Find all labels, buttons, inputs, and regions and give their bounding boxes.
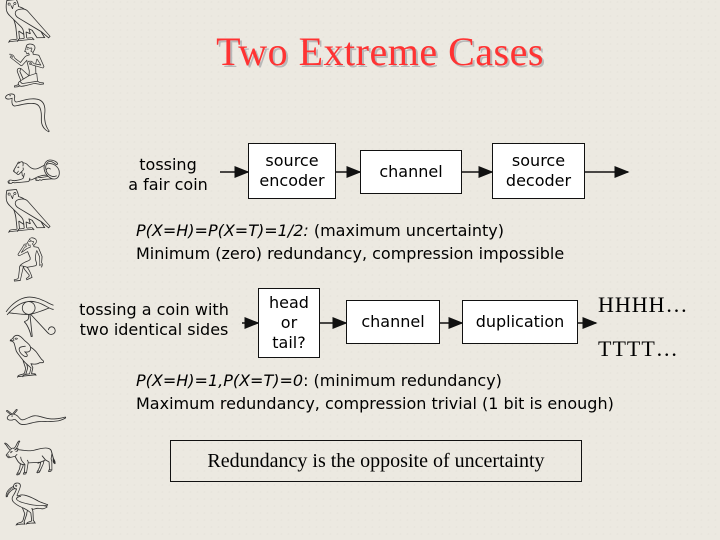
left-decorative-border: 𓅓 𓀀 𓆓 𓃭 𓅓 𓀔 𓂀 𓅱 𓆑 𓃒 𓅞 <box>0 0 70 540</box>
fair-coin-line-2: a fair coin <box>128 175 208 194</box>
source-decoder-line-1: source <box>511 151 566 170</box>
head-or-tail-line-3: tail? <box>272 333 306 352</box>
channel-box-row-1: channel <box>360 150 462 194</box>
row-1-summary-line: Minimum (zero) redundancy, compression i… <box>136 244 565 263</box>
row-2-probability-formula: P(X=H)=1,P(X=T)=0 <box>136 371 304 390</box>
source-encoder-line-1: source <box>265 151 319 170</box>
hieroglyph-eye-icon: 𓂀 <box>1 286 59 341</box>
identical-sides-line-1: tossing a coin with <box>79 300 229 319</box>
hieroglyph-bird-icon: 𓅓 <box>2 0 54 53</box>
hieroglyph-sitting-person-icon: 𓀔 <box>7 239 48 292</box>
identical-sides-source-label: tossing a coin with two identical sides <box>64 300 244 340</box>
conclusion-box: Redundancy is the opposite of uncertaint… <box>170 440 582 482</box>
channel-label-row-1: channel <box>379 162 443 181</box>
slide-title: Two Extreme Cases <box>216 29 544 74</box>
fair-coin-source-label: tossing a fair coin <box>116 155 220 195</box>
hieroglyph-bull-icon: 𓃒 <box>1 432 60 487</box>
hieroglyph-person-icon: 𓀀 <box>6 45 50 98</box>
source-decoder-line-2: decoder <box>505 171 572 190</box>
hieroglyph-ibis-icon: 𓅞 <box>2 482 54 537</box>
row-2-summary-line: Maximum redundancy, compression trivial … <box>136 394 614 413</box>
row-2-probability-note: : (minimum redundancy) <box>303 371 502 390</box>
head-or-tail-box: head or tail? <box>258 288 320 358</box>
conclusion-text: Redundancy is the opposite of uncertaint… <box>207 449 545 472</box>
row-1-probability-line: P(X=H)=P(X=T)=1/2: (maximum uncertainty) <box>136 220 504 242</box>
source-encoder-line-2: encoder <box>259 171 325 190</box>
source-decoder-box: source decoder <box>492 143 585 199</box>
hieroglyph-owl-icon: 𓅓 <box>2 188 54 243</box>
hieroglyph-lion-icon: 𓃭 <box>1 139 64 195</box>
hieroglyph-snake-icon: 𓆓 <box>3 92 53 147</box>
duplication-label: duplication <box>475 312 565 331</box>
output-heads-sequence: HHHH… <box>598 292 689 317</box>
source-encoder-box: source encoder <box>248 143 336 199</box>
hieroglyph-horned-viper-icon: 𓆑 <box>1 381 70 437</box>
hieroglyph-chick-icon: 𓅱 <box>7 335 49 388</box>
output-tails-sequence: TTTT… <box>598 336 679 361</box>
channel-box-row-2: channel <box>346 300 440 344</box>
identical-sides-line-2: two identical sides <box>79 320 229 339</box>
head-or-tail-line-2: or <box>280 313 298 332</box>
duplication-box: duplication <box>462 300 578 344</box>
channel-label-row-2: channel <box>361 312 425 331</box>
head-or-tail-line-1: head <box>269 293 309 312</box>
row-2-probability-line: P(X=H)=1,P(X=T)=0: (minimum redundancy) <box>136 370 502 392</box>
fair-coin-line-1: tossing <box>139 155 197 174</box>
row-1-probability-formula: P(X=H)=P(X=T)=1/2: <box>136 221 309 240</box>
row-1-probability-note: (maximum uncertainty) <box>308 221 504 240</box>
